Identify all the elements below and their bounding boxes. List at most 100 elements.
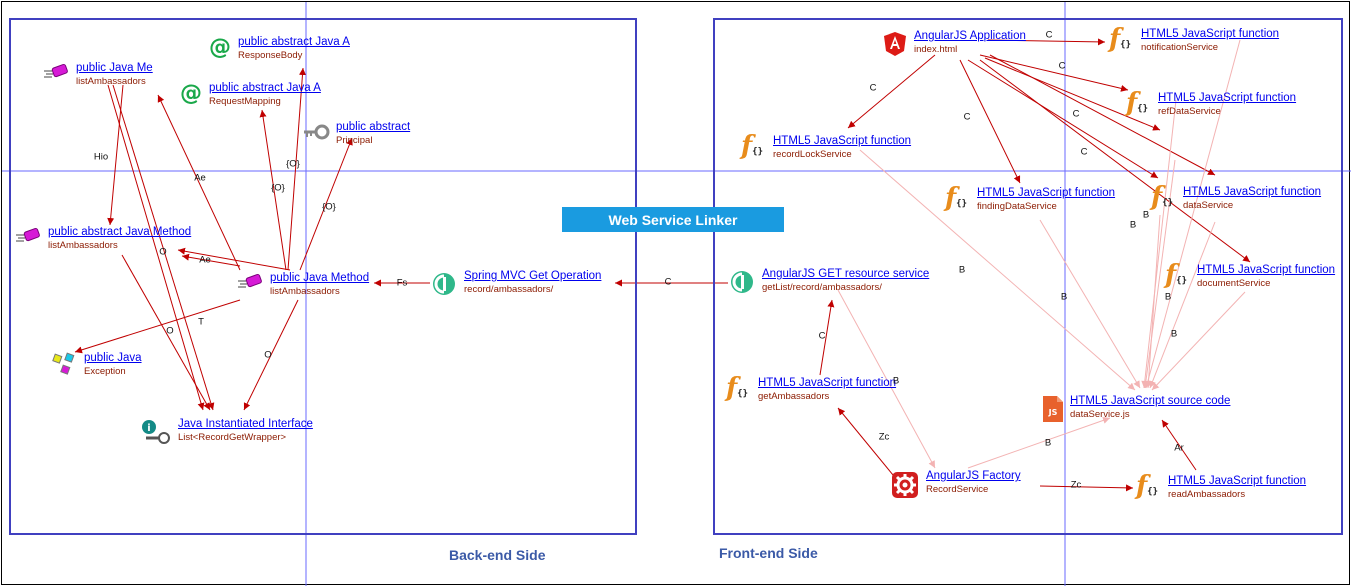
node-title[interactable]: Spring MVC Get Operation [464, 270, 602, 282]
node-title[interactable]: public abstract Java Method [48, 226, 192, 238]
method-icon [16, 226, 42, 246]
node-title[interactable]: HTML5 JavaScript function [1197, 264, 1336, 276]
node-title[interactable]: public abstract Java A [209, 82, 321, 94]
node-title[interactable]: HTML5 JavaScript function [1168, 475, 1307, 487]
node-title[interactable]: Java Instantiated Interface [178, 418, 313, 430]
node-subtitle: documentService [1197, 278, 1271, 289]
spring-icon [430, 270, 458, 298]
node-title[interactable]: HTML5 JavaScript function [758, 377, 897, 389]
edge-label-ae: Ae [194, 172, 206, 184]
node-subtitle: record/ambassadors/ [464, 284, 554, 295]
edge-connector [1141, 99, 1177, 389]
edge-label-o: O [166, 325, 174, 337]
node-documentservice[interactable]: f{} HTML5 JavaScript function documentSer… [1161, 260, 1336, 292]
edge-connector [74, 299, 241, 354]
key-icon [302, 121, 330, 143]
edge-label-c: C [869, 82, 877, 94]
backend-panel [9, 18, 637, 535]
edge-label-b: B [1044, 437, 1052, 449]
node-title[interactable]: public Java Me [76, 62, 153, 74]
node-title[interactable]: HTML5 JavaScript source code [1070, 395, 1231, 407]
js-function-icon: f{} [1164, 260, 1188, 290]
edge-label-b: B [1142, 209, 1150, 221]
edge-connector [859, 149, 1136, 391]
edge-label-b: B [892, 375, 900, 387]
edge-connector [121, 254, 211, 411]
edge-connector [243, 299, 299, 411]
edge-label-o: O [264, 349, 272, 361]
edge-label-b: B [1129, 219, 1137, 231]
edge-label-c: C [963, 111, 971, 123]
node-listambassadors-main[interactable]: public Java Method listAmbassadors [238, 272, 369, 298]
node-title[interactable]: AngularJS GET resource service [762, 268, 930, 280]
node-title[interactable]: public Java [84, 352, 142, 364]
edge-connector [1039, 219, 1141, 389]
frontend-panel [713, 18, 1343, 535]
edge-label-c: C [1080, 146, 1088, 158]
node-listambassadors-abstract[interactable]: public abstract Java Method listAmbassado… [16, 226, 191, 252]
node-title[interactable]: AngularJS Factory [926, 470, 1021, 482]
frontend-side-label: Front-end Side [719, 545, 818, 561]
node-subtitle: listAmbassadors [270, 286, 340, 297]
edge-label-o: {O} [271, 182, 285, 194]
edge-connector [181, 253, 241, 267]
node-title[interactable]: HTML5 JavaScript function [1141, 28, 1280, 40]
edge-connector [837, 289, 936, 469]
edge-connector [819, 299, 835, 376]
edge-label-b: B [1060, 291, 1068, 303]
node-title[interactable]: public Java Method [270, 272, 370, 284]
edge-label-hio: Hio [93, 151, 109, 163]
edge-connector [1149, 221, 1216, 389]
node-subtitle: refDataService [1158, 106, 1221, 117]
node-title[interactable]: HTML5 JavaScript function [1158, 92, 1297, 104]
edge-connector [177, 247, 291, 271]
backend-side-label: Back-end Side [449, 547, 546, 563]
node-title[interactable]: public abstract Java A [238, 36, 350, 48]
node-subtitle: listAmbassadors [48, 240, 118, 251]
edge-label-t: T [198, 316, 204, 328]
node-subtitle: Principal [336, 135, 373, 146]
node-title[interactable]: public abstract [336, 121, 411, 133]
interface-icon: i [140, 418, 172, 446]
node-spring-mvc-get[interactable]: Spring MVC Get Operation record/ambassado… [430, 270, 601, 298]
edge-connector [979, 59, 1251, 263]
node-title[interactable]: HTML5 JavaScript function [1183, 186, 1322, 198]
edge-label-b: B [958, 264, 966, 276]
js-function-icon: f{} [944, 183, 968, 213]
node-subtitle: Exception [84, 366, 126, 377]
edge-connector [987, 38, 1106, 46]
edge-label-c: C [664, 276, 672, 288]
node-title[interactable]: AngularJS Application [914, 30, 1026, 42]
edge-connector [1142, 159, 1176, 389]
js-function-icon: f{} [725, 373, 749, 403]
edge-label-zc: Zc [1070, 479, 1082, 491]
svg-text:i: i [147, 423, 150, 434]
node-subtitle: RecordService [926, 484, 989, 495]
angular-icon [882, 30, 908, 58]
node-title[interactable]: HTML5 JavaScript function [773, 135, 912, 147]
edge-label-ae: Ae [199, 254, 211, 266]
node-subtitle: recordLockService [773, 149, 852, 160]
edge-connector [837, 407, 894, 476]
node-title[interactable]: HTML5 JavaScript function [977, 187, 1116, 199]
